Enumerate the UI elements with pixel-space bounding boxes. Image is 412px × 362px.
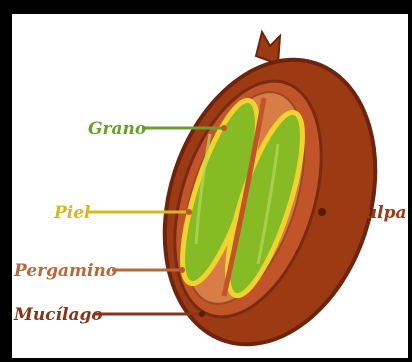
coffee-cherry-diagram: Grano Piel Pergamino Mucílago Pulpa [12, 14, 408, 358]
piel-dot [186, 209, 192, 215]
pulpa-dot [318, 208, 326, 216]
mucilago-dot [199, 311, 205, 317]
cherry-stem-icon [256, 32, 280, 64]
pergamino-dot [179, 267, 185, 273]
pergamino-label: Pergamino [13, 261, 117, 281]
coffee-cherry-cross-section-icon [130, 32, 408, 358]
piel-label: Piel [53, 203, 91, 223]
pulpa-label: Pulpa [351, 203, 407, 223]
mucilago-label: Mucílago [13, 305, 103, 325]
grano-label: Grano [88, 119, 146, 139]
diagram-frame: Grano Piel Pergamino Mucílago Pulpa [12, 14, 408, 358]
grano-dot [221, 125, 227, 131]
